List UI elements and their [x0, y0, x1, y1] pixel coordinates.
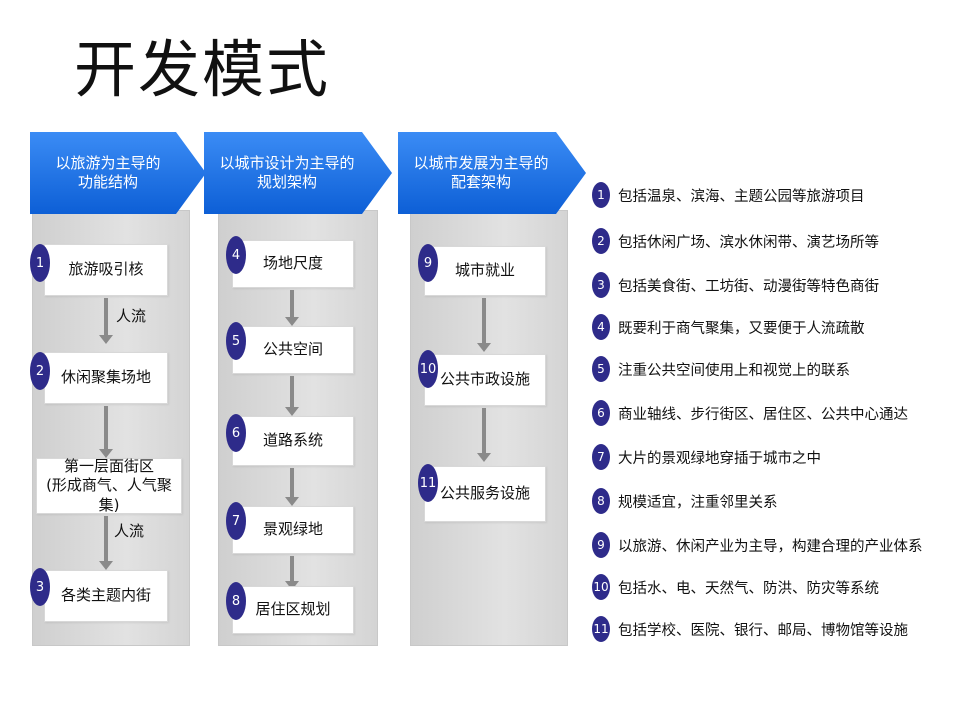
node-number-badge: 5: [226, 322, 246, 360]
note-text: 既要利于商气聚集，又要便于人流疏散: [618, 320, 865, 337]
note-text: 包括温泉、滨海、主题公园等旅游项目: [618, 188, 865, 205]
flow-arrow: [285, 290, 299, 326]
note-item: 3 包括美食街、工坊街、动漫街等特色商街: [592, 270, 879, 300]
column-header-urban-design: 以城市设计为主导的 规划架构: [204, 132, 392, 214]
note-number-badge: 9: [592, 532, 610, 558]
column-header-line: 以城市设计为主导的: [219, 153, 355, 172]
note-text: 注重公共空间使用上和视觉上的联系: [618, 362, 850, 379]
flow-arrow: [285, 376, 299, 416]
node-municipal-facilities: 公共市政设施: [424, 354, 546, 406]
note-item: 5 注重公共空间使用上和视觉上的联系: [592, 354, 850, 384]
note-number-badge: 3: [592, 272, 610, 298]
node-number-badge: 4: [226, 236, 246, 274]
note-item: 1 包括温泉、滨海、主题公园等旅游项目: [592, 180, 865, 210]
note-item: 4 既要利于商气聚集，又要便于人流疏散: [592, 312, 865, 342]
note-number-badge: 10: [592, 574, 610, 600]
column-header-urban-development: 以城市发展为主导的 配套架构: [398, 132, 586, 214]
note-item: 7 大片的景观绿地穿插于城市之中: [592, 442, 821, 472]
note-number-badge: 4: [592, 314, 610, 340]
node-number-badge: 2: [30, 352, 50, 390]
node-number-badge: 3: [30, 568, 50, 606]
note-number-badge: 8: [592, 488, 610, 514]
node-number-badge: 10: [418, 350, 438, 388]
chevron-shape: [204, 132, 392, 214]
note-text: 包括美食街、工坊街、动漫街等特色商街: [618, 278, 879, 295]
column-header-line: 规划架构: [256, 173, 317, 191]
note-text: 商业轴线、步行街区、居住区、公共中心通达: [618, 406, 908, 423]
note-number-badge: 7: [592, 444, 610, 470]
note-item: 8 规模适宜，注重邻里关系: [592, 486, 778, 516]
node-landscape-green: 景观绿地: [232, 506, 354, 554]
page-title: 开发模式: [74, 33, 331, 106]
chevron-shape: [398, 132, 586, 214]
note-text: 包括水、电、天然气、防洪、防灾等系统: [618, 580, 879, 597]
note-item: 2 包括休闲广场、滨水休闲带、演艺场所等: [592, 226, 879, 256]
note-number-badge: 11: [592, 616, 610, 642]
node-number-badge: 6: [226, 414, 246, 452]
note-text: 规模适宜，注重邻里关系: [618, 494, 778, 511]
flow-label: 人流: [116, 307, 147, 325]
chevron-shape: [30, 132, 206, 214]
flow-arrow: [285, 556, 299, 590]
node-road-system: 道路系统: [232, 416, 354, 466]
column-header-line: 配套架构: [450, 173, 511, 191]
node-site-scale: 场地尺度: [232, 240, 354, 288]
node-first-level-block: 第一层面街区 (形成商气、人气聚集): [36, 457, 182, 514]
node-residential-planning: 居住区规划: [232, 586, 354, 634]
note-item: 11 包括学校、医院、银行、邮局、博物馆等设施: [592, 614, 908, 644]
node-number-badge: 11: [418, 464, 438, 502]
flow-arrow: [477, 298, 491, 352]
note-number-badge: 6: [592, 400, 610, 426]
note-item: 6 商业轴线、步行街区、居住区、公共中心通达: [592, 398, 908, 428]
column-header-line: 以城市发展为主导的: [413, 153, 549, 172]
flow-label: 人流: [114, 522, 145, 540]
node-urban-employment: 城市就业: [424, 246, 546, 296]
node-tourism-attraction: 旅游吸引核: [44, 244, 168, 296]
note-number-badge: 1: [592, 182, 610, 208]
node-number-badge: 7: [226, 502, 246, 540]
column-header-tourism: 以旅游为主导的 功能结构: [30, 132, 206, 214]
column-header-line: 功能结构: [77, 173, 138, 191]
note-number-badge: 5: [592, 356, 610, 382]
flow-arrow: [99, 516, 113, 570]
note-text: 包括学校、医院、银行、邮局、博物馆等设施: [618, 622, 908, 639]
note-number-badge: 2: [592, 228, 610, 254]
column-header-line: 以旅游为主导的: [55, 153, 161, 172]
note-text: 包括休闲广场、滨水休闲带、演艺场所等: [618, 234, 879, 251]
note-item: 9 以旅游、休闲产业为主导，构建合理的产业体系: [592, 530, 923, 560]
note-text: 大片的景观绿地穿插于城市之中: [618, 450, 821, 467]
note-text: 以旅游、休闲产业为主导，构建合理的产业体系: [618, 538, 923, 555]
flow-arrow: [99, 406, 113, 458]
node-public-service-facilities: 公共服务设施: [424, 466, 546, 522]
node-theme-streets: 各类主题内街: [44, 570, 168, 622]
note-item: 10 包括水、电、天然气、防洪、防灾等系统: [592, 572, 879, 602]
node-number-badge: 1: [30, 244, 50, 282]
flow-arrow: [477, 408, 491, 462]
node-public-space: 公共空间: [232, 326, 354, 374]
node-leisure-gathering: 休闲聚集场地: [44, 352, 168, 404]
node-number-badge: 8: [226, 582, 246, 620]
node-number-badge: 9: [418, 244, 438, 282]
flow-arrow: [285, 468, 299, 506]
flow-arrow: [99, 298, 113, 344]
